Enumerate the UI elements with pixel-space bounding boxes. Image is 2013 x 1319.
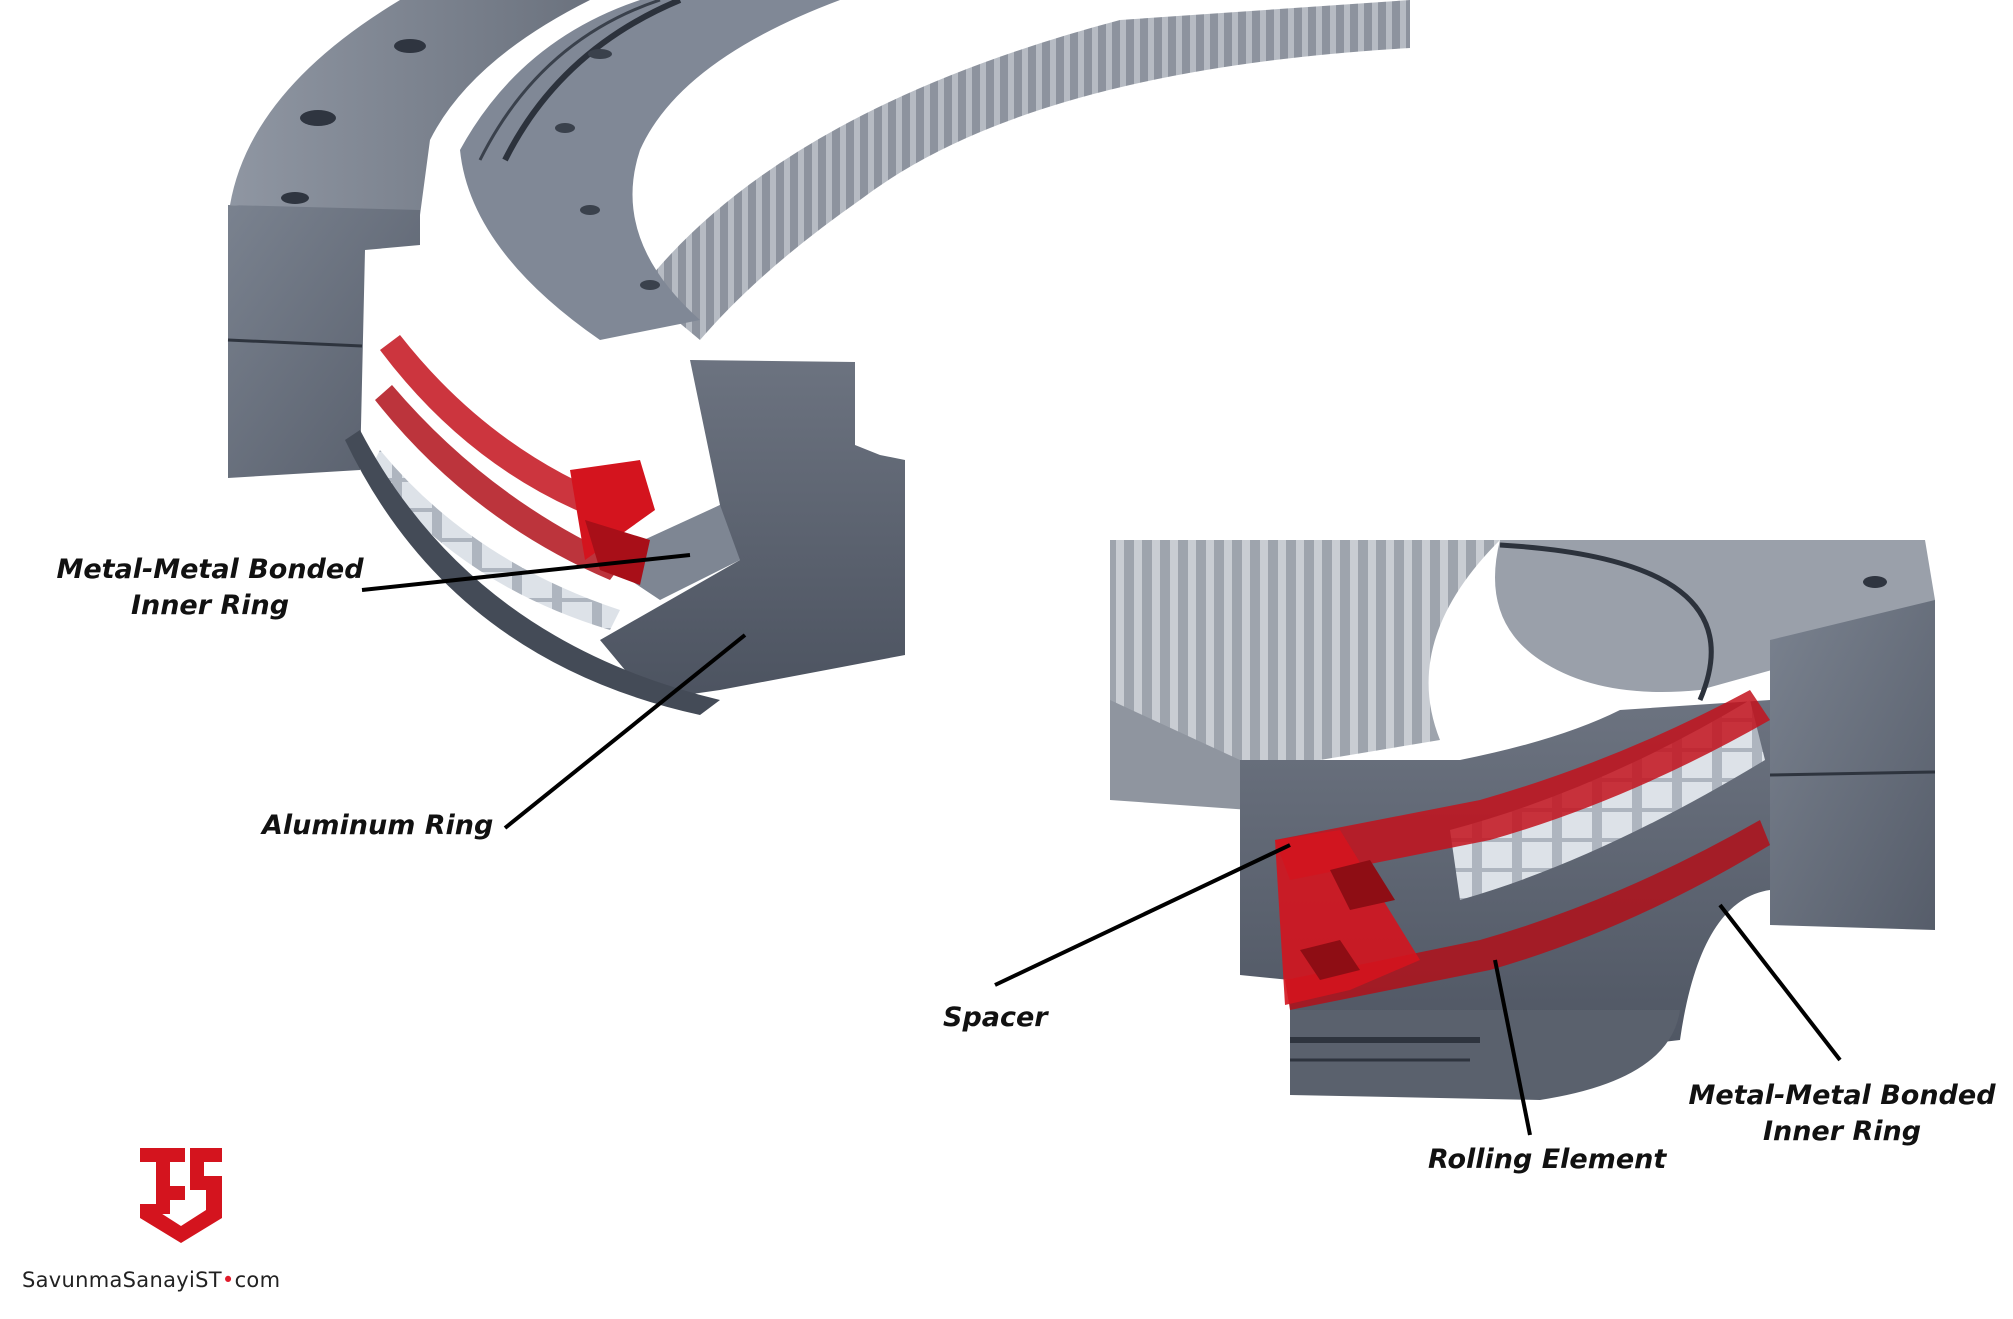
brand-part1: SavunmaSanayi xyxy=(22,1268,196,1292)
leader-left-aluminum-ring xyxy=(503,633,747,830)
leader-right-inner-ring xyxy=(1718,903,1842,1062)
label-left-inner-ring-line1: Metal-Metal Bonded xyxy=(56,554,364,585)
label-right-inner-ring-line2: Inner Ring xyxy=(1762,1116,1922,1147)
left-spacer-cage xyxy=(375,335,655,585)
brand-part3: com xyxy=(234,1268,281,1292)
leader-lines xyxy=(361,553,1842,1136)
left-rolling-elements xyxy=(370,450,620,630)
right-spacer-cage xyxy=(1275,690,1770,1010)
label-right-inner-ring: Metal-Metal Bonded Inner Ring xyxy=(1682,1078,2002,1150)
ts-shield-logo-icon xyxy=(140,1148,222,1243)
right-outer-ring-section xyxy=(1770,600,1935,930)
label-right-rolling-element: Rolling Element xyxy=(1428,1144,1667,1175)
leader-right-spacer xyxy=(994,843,1291,987)
right-gear-teeth xyxy=(1110,540,1500,775)
label-left-inner-ring: Metal-Metal Bonded Inner Ring xyxy=(50,552,370,624)
left-outer-ring-top xyxy=(230,0,590,215)
brand-wordmark: SavunmaSanayiST•com xyxy=(22,1268,280,1292)
left-bearing xyxy=(227,0,1410,715)
leader-left-inner-ring xyxy=(361,553,691,592)
brand-dot: • xyxy=(221,1268,235,1292)
brand-part2: ST xyxy=(195,1268,222,1292)
left-gear-teeth xyxy=(640,0,1410,340)
left-outer-ring-section xyxy=(228,205,420,478)
left-aluminum-ring-section xyxy=(600,360,905,700)
right-lower-lip xyxy=(1290,1010,1680,1100)
label-left-inner-ring-line2: Inner Ring xyxy=(130,590,290,621)
label-right-spacer: Spacer xyxy=(943,1002,1048,1033)
label-left-aluminum-ring: Aluminum Ring xyxy=(262,810,494,841)
label-right-inner-ring-line1: Metal-Metal Bonded xyxy=(1688,1080,1996,1111)
right-bearing xyxy=(1110,540,1936,1100)
leader-right-rolling-element xyxy=(1493,959,1532,1136)
